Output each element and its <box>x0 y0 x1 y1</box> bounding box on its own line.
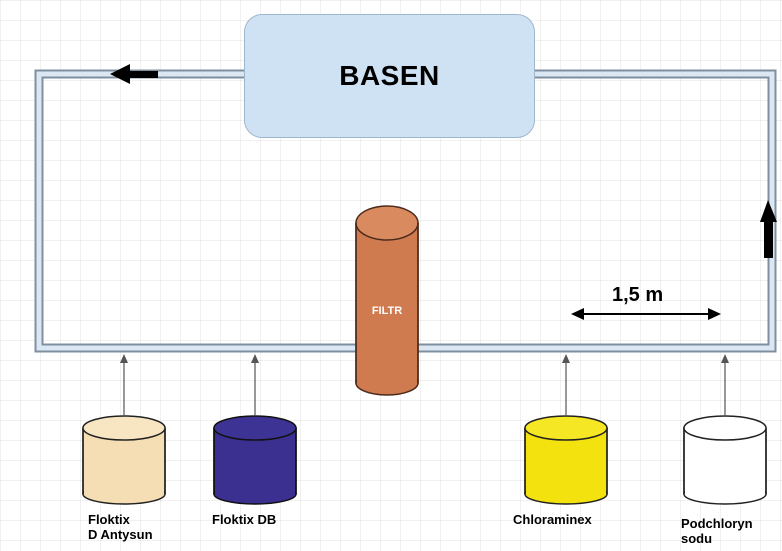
tank-chloraminex <box>524 415 608 505</box>
basin-box: BASEN <box>244 14 535 138</box>
tank-podchloryn-sodu <box>683 415 767 505</box>
chem-label-podchloryn-sodu: Podchloryn sodu <box>681 516 753 546</box>
distance-arrow <box>571 308 721 320</box>
chem-label-floktix-d-antysun: Floktix D Antysun <box>88 512 153 542</box>
distance-label: 1,5 m <box>612 284 664 306</box>
filter-label: FILTR <box>371 305 403 317</box>
chem-label-line2: D Antysun <box>88 527 153 542</box>
chem-label-chloraminex: Chloraminex <box>513 512 592 527</box>
tank-floktix-d-antysun <box>82 415 166 505</box>
chem-label-line1: Floktix DB <box>212 512 277 527</box>
flow-arrow-up <box>760 200 777 258</box>
basin-label: BASEN <box>339 60 440 91</box>
chem-label-line1: Podchloryn <box>681 516 753 531</box>
chem-label-floktix-db: Floktix DB <box>212 512 276 527</box>
dosing-line-1 <box>120 354 128 415</box>
chem-label-line2: sodu <box>681 531 713 546</box>
dosing-line-4 <box>721 354 729 415</box>
chem-label-line1: Floktix <box>88 512 130 527</box>
flow-arrow-left <box>110 64 158 84</box>
tank-floktix-db <box>213 415 297 505</box>
dosing-line-2 <box>251 354 259 415</box>
filter-cylinder <box>355 205 419 396</box>
dosing-line-3 <box>562 354 570 415</box>
chem-label-line1: Chloraminex <box>513 512 592 527</box>
